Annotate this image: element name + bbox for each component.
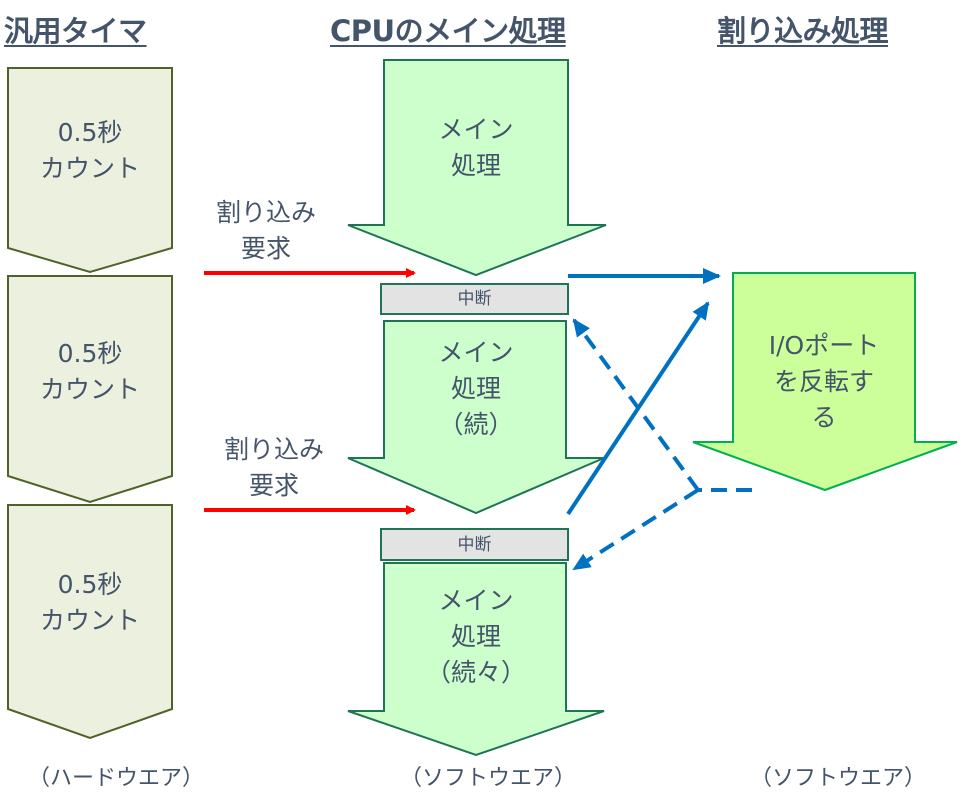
timer-block-1-label: 0.5秒 カウント bbox=[8, 115, 172, 187]
cpu-block-2-line1: メイン bbox=[438, 338, 514, 367]
timer-block-3-shape bbox=[7, 504, 173, 740]
timer-column-header: 汎用タイマ bbox=[4, 14, 147, 48]
timer-block-2-line1: 0.5秒 bbox=[57, 339, 123, 368]
isr-block-label: I/Oポート を反転す る bbox=[733, 328, 915, 436]
interrupt-box-1-shape bbox=[380, 283, 569, 315]
interrupt-box-2-shape bbox=[380, 528, 569, 561]
timer-block-1-shape bbox=[7, 67, 173, 274]
isr-column-header: 割り込み処理 bbox=[717, 14, 889, 48]
timer-block-1-line2: カウント bbox=[39, 154, 140, 183]
interrupt-request-1-line2: 要求 bbox=[240, 234, 291, 263]
timer-block-2-line2: カウント bbox=[39, 375, 140, 404]
cpu-block-1-line1: メイン bbox=[438, 115, 514, 144]
interrupt-request-2-label: 割り込み 要求 bbox=[204, 432, 344, 504]
isr-block-line1: I/Oポート bbox=[768, 331, 880, 360]
cpu-column-header: CPUのメイン処理 bbox=[330, 14, 566, 48]
cpu-block-3-shape bbox=[347, 562, 605, 757]
interrupt-box-1-label: 中断 bbox=[457, 289, 492, 309]
return-arrow-dashed-2 bbox=[572, 488, 700, 571]
timer-block-1-line1: 0.5秒 bbox=[57, 118, 123, 147]
cpu-block-1-label: メイン 処理 bbox=[384, 112, 568, 184]
cpu-block-3-line1: メイン bbox=[438, 586, 514, 615]
timer-block-2-shape bbox=[7, 275, 173, 504]
timer-block-3-label: 0.5秒 カウント bbox=[8, 567, 172, 639]
return-arrow-dashed-1 bbox=[572, 318, 700, 492]
cpu-block-2-line2: 処理 bbox=[450, 374, 501, 403]
cpu-block-2-shape bbox=[347, 320, 605, 515]
interrupt-box-2-label: 中断 bbox=[457, 535, 492, 555]
cpu-block-2-line3: （続） bbox=[438, 410, 514, 439]
timer-block-2-label: 0.5秒 カウント bbox=[8, 336, 172, 408]
isr-block-shape bbox=[692, 272, 958, 492]
interrupt-request-2-line1: 割り込み bbox=[223, 435, 324, 464]
timer-block-3-line1: 0.5秒 bbox=[57, 570, 123, 599]
interrupt-request-1-line1: 割り込み bbox=[215, 198, 316, 227]
timer-column-footer: （ハードウエア） bbox=[28, 766, 205, 791]
timer-block-3-line2: カウント bbox=[39, 606, 140, 635]
cpu-column-footer: （ソフトウエア） bbox=[400, 766, 577, 791]
cpu-block-3-label: メイン 処理 （続々） bbox=[384, 583, 568, 691]
interrupt-request-1-label: 割り込み 要求 bbox=[196, 195, 336, 267]
cpu-block-3-line3: （続々） bbox=[425, 658, 526, 687]
isr-column-footer: （ソフトウエア） bbox=[750, 766, 927, 791]
isr-block-line3: る bbox=[811, 403, 837, 432]
cpu-block-1-line2: 処理 bbox=[450, 151, 501, 180]
interrupt-request-2-line2: 要求 bbox=[248, 471, 299, 500]
isr-block-line2: を反転す bbox=[773, 367, 874, 396]
cpu-block-1-shape bbox=[347, 59, 607, 277]
cpu-block-2-label: メイン 処理 （続） bbox=[384, 335, 568, 443]
cpu-block-3-line2: 処理 bbox=[450, 622, 501, 651]
